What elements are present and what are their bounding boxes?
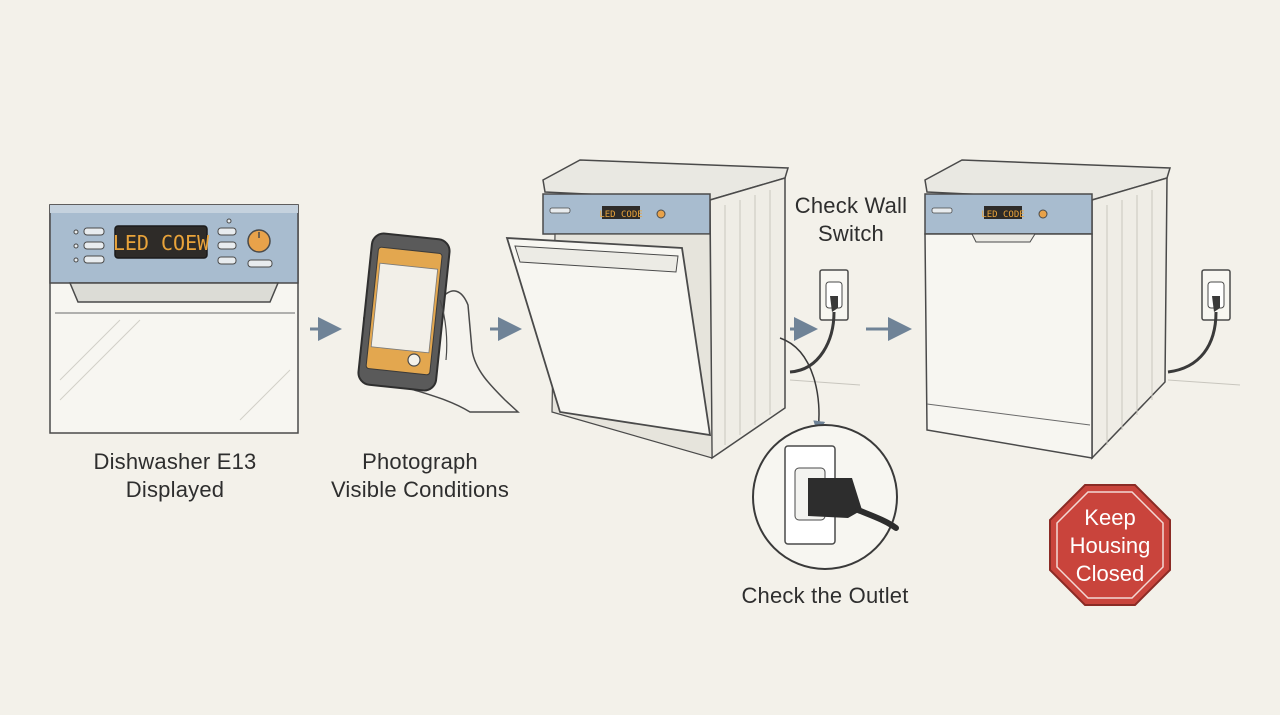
step-label-line: Check Wall <box>794 193 908 218</box>
dishwasher-closed: LED CODE <box>924 159 1171 460</box>
led-display: LED COEW <box>113 225 210 259</box>
step-label-line: Visible Conditions <box>330 477 510 502</box>
step-label-line: Check the Outlet <box>741 583 909 608</box>
step-label-line: Switch <box>818 221 884 246</box>
dishwasher-door-open: LED CODE <box>505 159 789 460</box>
stop-sign-icon <box>1049 484 1171 606</box>
led-display-text: LED COEW <box>113 231 210 255</box>
panel-buttons-right <box>217 218 273 268</box>
outlet-closeup <box>752 337 899 570</box>
wall-outlet-icon-2 <box>1167 269 1241 386</box>
step-label-wall-switch: Check Wall Switch <box>776 192 926 248</box>
smartphone-icon <box>357 232 451 392</box>
step-label-line: Displayed <box>125 477 225 502</box>
dishwasher-panel-closeup: LED COEW <box>49 204 299 434</box>
step-label-line: Photograph <box>362 449 478 474</box>
hand-holding-phone <box>357 232 520 413</box>
stop-sign-line: Keep <box>1084 505 1136 530</box>
step-label-dishwasher: Dishwasher E13 Displayed <box>70 448 280 504</box>
led-display-text-small: LED CODE <box>599 210 642 220</box>
stop-sign-line: Housing <box>1069 533 1151 558</box>
led-display-text-closed: LED CODE <box>981 210 1024 220</box>
panel-buttons-left <box>73 227 105 264</box>
wall-outlet-icon <box>819 269 849 321</box>
step-label-photograph: Photograph Visible Conditions <box>310 448 530 504</box>
dial-knob <box>247 229 271 253</box>
power-plug-icon <box>830 296 838 312</box>
stop-sign-text: Keep Housing Closed <box>1050 504 1170 588</box>
step-label-line: Dishwasher E13 <box>93 449 257 474</box>
stop-sign-line: Closed <box>1075 561 1145 586</box>
step-label-outlet: Check the Outlet <box>720 582 930 610</box>
